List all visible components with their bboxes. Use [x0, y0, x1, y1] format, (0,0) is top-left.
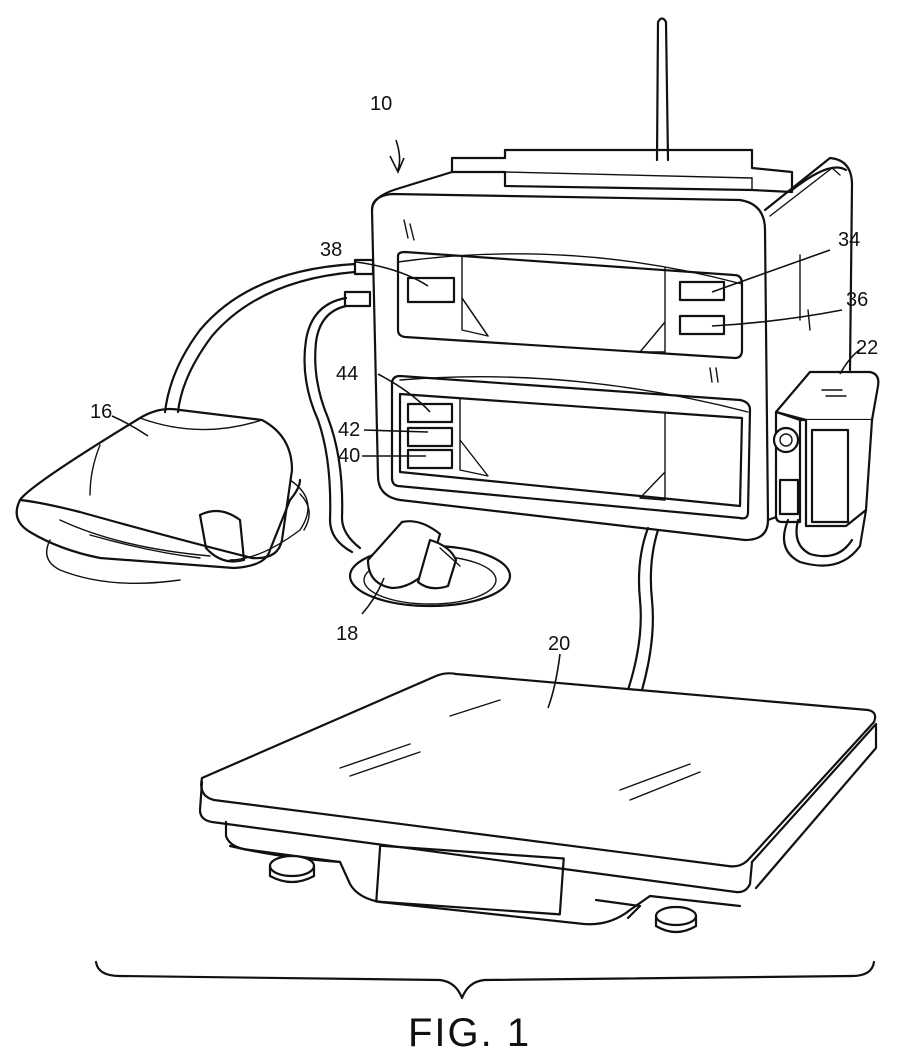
- label-38: 38: [320, 239, 342, 261]
- monitor-top-lid: [452, 150, 792, 192]
- label-10: 10: [370, 93, 392, 115]
- button-44: [408, 404, 452, 422]
- label-34: 34: [838, 229, 860, 251]
- thermometer: [774, 372, 878, 566]
- label-42: 42: [338, 419, 360, 441]
- antenna: [657, 19, 668, 161]
- connector-ports: [345, 260, 373, 306]
- button-34: [680, 282, 724, 300]
- figure-bracket: [96, 962, 874, 998]
- bp-cuff-hose: [165, 264, 355, 412]
- button-40: [408, 450, 452, 468]
- monitor-buttons: [408, 278, 724, 468]
- label-18: 18: [336, 623, 358, 645]
- bp-cuff: [17, 409, 309, 583]
- label-16: 16: [90, 401, 112, 423]
- label-36: 36: [846, 289, 868, 311]
- label-20: 20: [548, 633, 570, 655]
- reference-numerals: 10 38 34 36 22 44 42 40 16 18 20: [90, 93, 878, 655]
- label-22: 22: [856, 337, 878, 359]
- label-40: 40: [338, 445, 360, 467]
- button-38: [408, 278, 454, 302]
- figure-caption: FIG. 1: [408, 1011, 531, 1055]
- button-42: [408, 428, 452, 446]
- weighing-scale: [200, 673, 876, 932]
- label-44: 44: [336, 363, 358, 385]
- spo2-probe: [350, 521, 510, 606]
- scale-cable: [628, 528, 658, 690]
